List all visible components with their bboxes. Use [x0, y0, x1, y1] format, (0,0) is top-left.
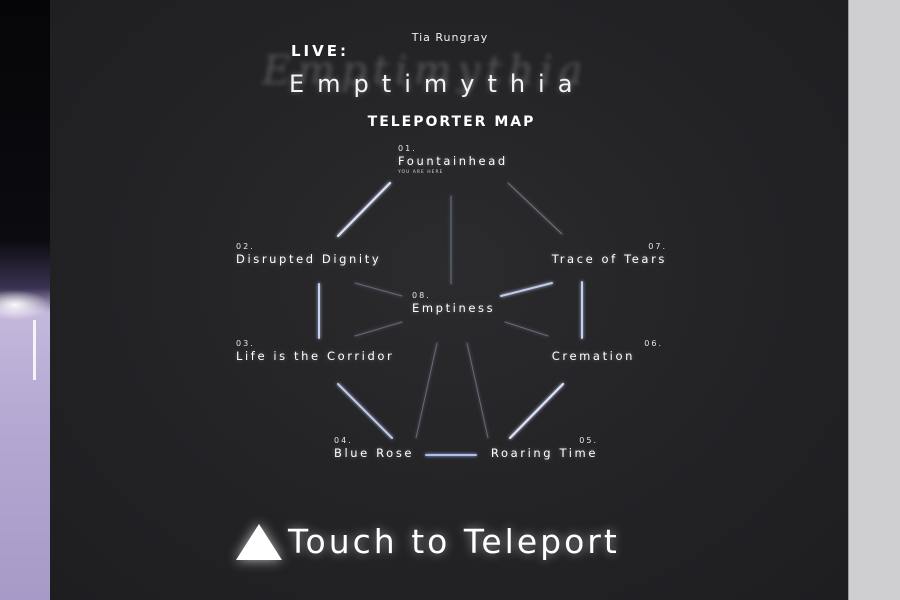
link-03-08	[354, 321, 403, 337]
node-number: 06.	[644, 339, 663, 348]
teleporter-board	[50, 0, 848, 600]
link-01-02	[336, 181, 392, 238]
node-01-fountainhead[interactable]: 01. Fountainhead YOU ARE HERE	[398, 144, 508, 175]
link-04-08	[415, 342, 438, 439]
node-number: 05.	[579, 436, 598, 445]
link-02-08	[354, 282, 403, 297]
node-name: Roaring Time	[490, 446, 598, 460]
node-name: Trace of Tears	[551, 252, 667, 266]
node-name: Blue Rose	[334, 446, 415, 460]
node-06-cremation[interactable]: 06. Cremation	[548, 339, 663, 363]
link-05-08	[466, 342, 489, 439]
node-name: Cremation	[551, 349, 635, 363]
node-number: 04.	[334, 436, 353, 445]
link-01-07	[507, 182, 563, 235]
right-wall	[848, 0, 900, 600]
node-name: Life is the Corridor	[236, 349, 395, 363]
map-heading: TELEPORTER MAP	[367, 114, 536, 130]
event-title: Emptimythia	[289, 70, 586, 98]
live-label: LIVE:	[291, 42, 349, 60]
up-triangle-icon	[236, 523, 282, 560]
link-03-04	[337, 383, 393, 439]
node-name: Emptiness	[412, 301, 496, 315]
node-03-life-is-the-corridor[interactable]: 03. Life is the Corridor	[236, 339, 394, 363]
title-script-shadow: Emptimythia	[262, 48, 589, 94]
teleport-label: Touch to Teleport	[288, 522, 620, 561]
link-06-05	[508, 382, 565, 440]
node-05-roaring-time[interactable]: 05. Roaring Time	[488, 436, 598, 460]
node-02-disrupted-dignity[interactable]: 02. Disrupted Dignity	[236, 242, 381, 266]
link-07-08	[500, 282, 553, 297]
node-04-blue-rose[interactable]: 04. Blue Rose	[334, 436, 414, 460]
node-name: Fountainhead	[398, 154, 508, 168]
node-number: 07.	[648, 242, 667, 251]
light-beam	[33, 320, 36, 380]
node-number: 03.	[236, 339, 255, 348]
node-number: 08.	[412, 291, 431, 300]
light-flare	[0, 290, 50, 320]
node-08-emptiness[interactable]: 08. Emptiness	[412, 291, 495, 315]
node-name: Disrupted Dignity	[236, 252, 382, 266]
node-number: 02.	[236, 242, 255, 251]
you-are-here-label: YOU ARE HERE	[398, 170, 444, 175]
teleport-button[interactable]: Touch to Teleport	[236, 522, 620, 561]
node-07-trace-of-tears[interactable]: 07. Trace of Tears	[530, 242, 667, 266]
artist-name: Tia Rungray	[411, 31, 489, 44]
link-06-08	[504, 321, 549, 337]
node-number: 01.	[398, 144, 417, 153]
